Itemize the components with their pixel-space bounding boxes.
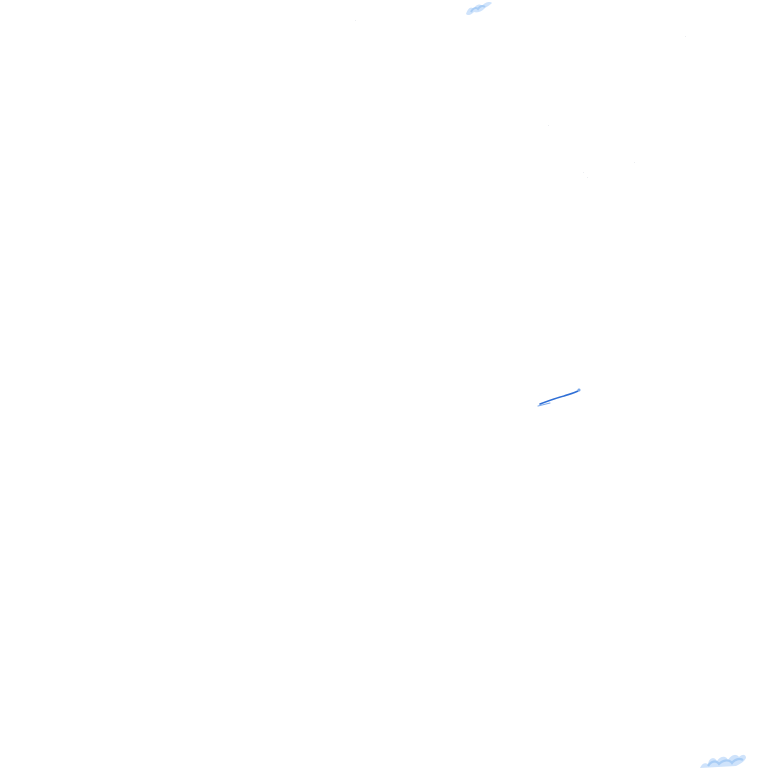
faint-speck bbox=[548, 125, 549, 126]
faint-speck bbox=[355, 20, 356, 21]
blue-stroke-middle bbox=[537, 388, 581, 407]
faint-speck bbox=[587, 177, 588, 178]
faint-speck bbox=[583, 172, 584, 173]
faint-speck bbox=[634, 162, 635, 163]
light-blue-smudge-bottom-right bbox=[700, 754, 746, 768]
faint-speck bbox=[685, 36, 686, 37]
light-blue-smudge-top bbox=[466, 2, 492, 16]
